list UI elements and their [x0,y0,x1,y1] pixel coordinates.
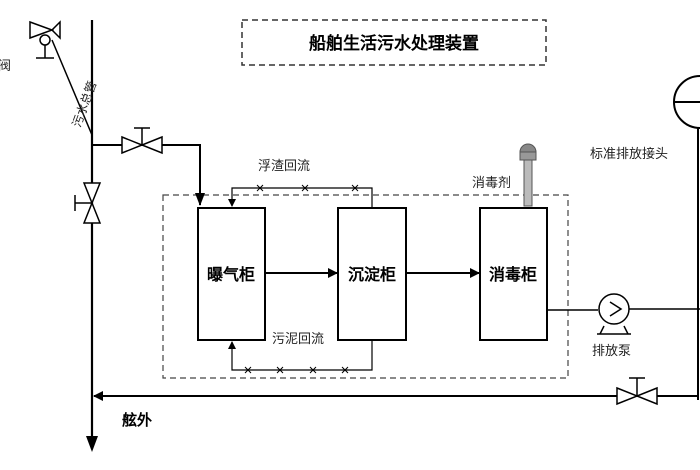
treatment-unit-boundary [162,194,569,379]
overboard-valve-icon[interactable] [616,377,658,406]
sewage-main-label: 污水总管 [69,79,100,129]
aeration-tank-label: 曝气柜 [207,265,255,284]
title-box [241,19,547,66]
disinfection-tank [479,207,548,341]
standard-connector-icon [673,75,700,129]
scum-return-line [228,187,373,208]
discharge-pump-label: 排放泵 [592,344,631,359]
sludge-return-line [228,340,373,371]
overboard-label: 舷外 [122,411,152,429]
disinfectant-dispenser-icon [519,143,537,207]
inlet-branch-pipe [92,144,201,205]
inlet-valve-icon[interactable] [29,20,61,59]
settling-tank-label: 沉淀柜 [348,265,396,284]
main-pipe-valve-icon[interactable] [74,182,102,224]
overboard-down-arrow [86,436,98,452]
aeration-tank [197,207,266,341]
disinfection-tank-label: 消毒柜 [489,265,537,284]
discharge-pump-icon[interactable] [597,293,631,335]
scum-return-label: 浮渣回流 [258,159,310,174]
diagram-title: 船舶生活污水处理装置 [309,33,479,54]
valve-label-fragment: 阀 [0,59,11,74]
sludge-return-label: 污泥回流 [272,332,324,347]
disinfectant-label: 消毒剂 [472,176,511,191]
standard-connector-label: 标准排放接头 [590,146,668,162]
branch-valve-icon[interactable] [121,127,163,155]
valve-to-main-pipe [51,39,93,136]
